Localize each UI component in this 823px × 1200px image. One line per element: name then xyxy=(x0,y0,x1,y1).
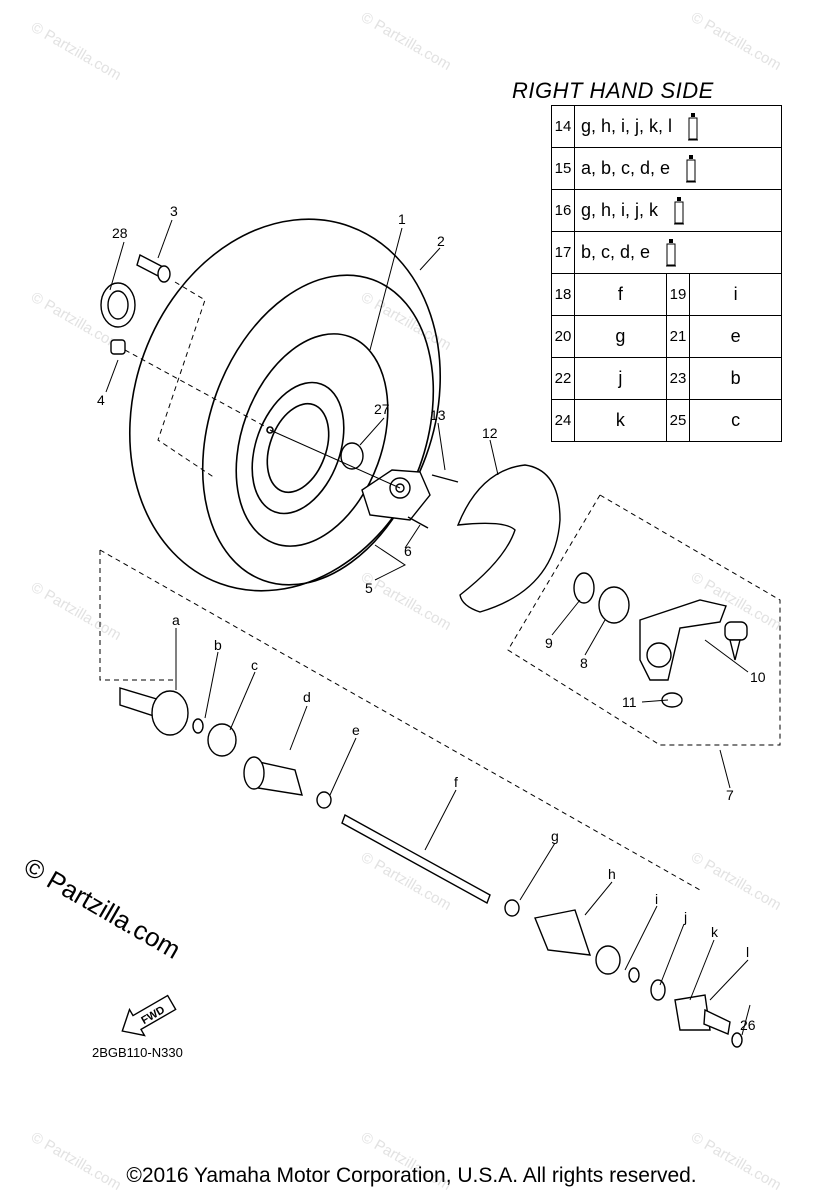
knuckle-parts xyxy=(573,572,748,708)
callout-27: 27 xyxy=(374,401,390,417)
ref-parts-cell: g, h, i, j, k xyxy=(574,189,782,232)
ref-parts: g, h, i, j, k xyxy=(581,199,659,220)
leader-lines xyxy=(105,219,751,1036)
callout-26: 26 xyxy=(740,1017,756,1033)
fwd-arrow-icon: FWD xyxy=(121,994,177,1037)
ref-number: 21 xyxy=(665,315,691,358)
ref-number: 15 xyxy=(551,147,575,190)
callout-a: a xyxy=(172,612,180,628)
drive-shaft-parts xyxy=(119,687,743,1048)
table-row: 18 f 19 i xyxy=(551,273,782,316)
ref-parts-cell: b, c, d, e xyxy=(574,231,782,274)
watermark-text: © Partzilla.com xyxy=(358,289,454,354)
table-row: 22 j 23 b xyxy=(551,357,782,400)
callout-g: g xyxy=(551,828,559,844)
callout-h: h xyxy=(608,866,616,882)
table-row: 24 k 25 c xyxy=(551,399,782,442)
ref-number: 25 xyxy=(665,399,691,442)
callout-k: k xyxy=(711,924,719,940)
fwd-label: FWD xyxy=(139,1004,167,1027)
callout-12: 12 xyxy=(482,425,498,441)
callout-j: j xyxy=(683,909,687,925)
callout-b: b xyxy=(214,637,222,653)
table-row: 16 g, h, i, j, k xyxy=(551,189,782,232)
reference-table: 14 g, h, i, j, k, l 15 a, b, c, d, e 16 … xyxy=(551,105,782,442)
callout-f: f xyxy=(454,774,458,790)
ref-number: 17 xyxy=(551,231,575,274)
ref-part: j xyxy=(574,357,667,400)
watermark-text: © Partzilla.com xyxy=(688,849,784,914)
table-row: 20 g 21 e xyxy=(551,315,782,358)
hub-parts xyxy=(340,442,459,529)
grease-tube-icon xyxy=(686,154,697,182)
diagram-title: RIGHT HAND SIDE xyxy=(512,78,714,103)
callout-10: 10 xyxy=(750,669,766,685)
callout-l: l xyxy=(746,944,749,960)
ref-part: b xyxy=(689,357,782,400)
ref-number: 20 xyxy=(551,315,575,358)
ref-part: e xyxy=(689,315,782,358)
grease-tube-icon xyxy=(688,112,699,140)
brake-disc-part xyxy=(456,464,561,613)
callout-8: 8 xyxy=(580,655,588,671)
callout-labels: 1 2 3 4 5 6 7 8 9 10 11 12 13 26 27 28 a… xyxy=(97,203,766,1033)
grease-tube-icon xyxy=(666,238,677,266)
leader-lines-dashed xyxy=(99,281,781,891)
ref-part: c xyxy=(689,399,782,442)
callout-13: 13 xyxy=(430,407,446,423)
callout-9: 9 xyxy=(545,635,553,651)
callout-4: 4 xyxy=(97,392,105,408)
grease-tube-icon xyxy=(674,196,685,224)
table-row: 15 a, b, c, d, e xyxy=(551,147,782,190)
ref-number: 19 xyxy=(665,273,691,316)
ref-parts: b, c, d, e xyxy=(581,241,651,262)
valve-parts xyxy=(100,253,171,355)
callout-6: 6 xyxy=(404,543,412,559)
ref-number: 24 xyxy=(551,399,575,442)
callout-2: 2 xyxy=(437,233,445,249)
tire-part xyxy=(128,218,442,592)
table-row: 17 b, c, d, e xyxy=(551,231,782,274)
watermark-text: © Partzilla.com xyxy=(358,9,454,74)
callout-e: e xyxy=(352,722,360,738)
ref-number: 22 xyxy=(551,357,575,400)
callout-28: 28 xyxy=(112,225,128,241)
diagram-code: 2BGB110-N330 xyxy=(92,1045,183,1060)
ref-parts-cell: a, b, c, d, e xyxy=(574,147,782,190)
ref-number: 14 xyxy=(551,105,575,148)
callout-i: i xyxy=(655,891,658,907)
callout-c: c xyxy=(251,657,258,673)
ref-part: g xyxy=(574,315,667,358)
ref-part: f xyxy=(574,273,667,316)
ref-parts: g, h, i, j, k, l xyxy=(581,115,673,136)
callout-5: 5 xyxy=(365,580,373,596)
ref-number: 18 xyxy=(551,273,575,316)
watermark-text: © Partzilla.com xyxy=(28,579,124,644)
ref-parts: a, b, c, d, e xyxy=(581,157,671,178)
callout-3: 3 xyxy=(170,203,178,219)
callout-11: 11 xyxy=(622,694,637,710)
ref-part: k xyxy=(574,399,667,442)
callout-d: d xyxy=(303,689,311,705)
callout-1: 1 xyxy=(398,211,406,227)
watermark-text: © Partzilla.com xyxy=(28,19,124,84)
watermark-text: © Partzilla.com xyxy=(688,9,784,74)
watermark-large: © Partzilla.com xyxy=(19,851,186,965)
ref-part: i xyxy=(689,273,782,316)
copyright-notice: ©2016 Yamaha Motor Corporation, U.S.A. A… xyxy=(126,1164,697,1187)
watermark-text: © Partzilla.com xyxy=(358,569,454,634)
table-row: 14 g, h, i, j, k, l xyxy=(551,105,782,148)
callout-7: 7 xyxy=(726,787,734,803)
ref-parts-cell: g, h, i, j, k, l xyxy=(574,105,782,148)
ref-number: 23 xyxy=(665,357,691,400)
ref-number: 16 xyxy=(551,189,575,232)
